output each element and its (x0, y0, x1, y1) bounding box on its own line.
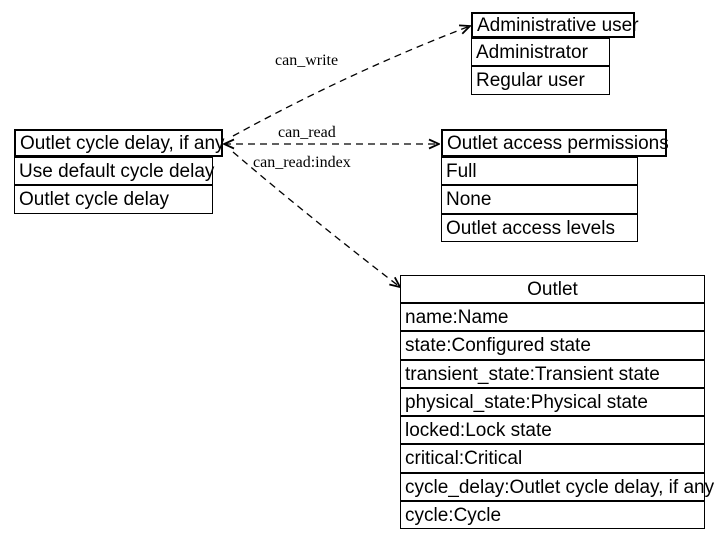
node-outlet-access-permissions-title: Outlet access permissions (441, 129, 669, 157)
node-outlet-row-name: name:Name (400, 303, 705, 331)
node-outlet-row-cycle-delay: cycle_delay:Outlet cycle delay, if any (400, 473, 714, 501)
node-outlet-cycle-delay-title: Outlet cycle delay, if any (14, 129, 225, 157)
node-outlet-row-transient-state: transient_state:Transient state (400, 360, 705, 388)
node-administrative-user-row: Regular user (471, 66, 610, 95)
node-outlet: Outlet name:Name state:Configured state … (400, 275, 714, 529)
node-administrative-user-title: Administrative user (471, 12, 639, 38)
node-outlet-title: Outlet (400, 275, 705, 303)
node-outlet-access-permissions-row: None (441, 185, 638, 214)
node-administrative-user: Administrative user Administrator Regula… (471, 12, 639, 95)
edge-label-can-read: can_read (278, 124, 336, 141)
node-outlet-row-locked: locked:Lock state (400, 416, 705, 444)
edge-can-write (232, 26, 470, 137)
node-outlet-cycle-delay: Outlet cycle delay, if any Use default c… (14, 129, 225, 214)
node-outlet-cycle-delay-row: Outlet cycle delay (14, 185, 213, 214)
node-outlet-access-permissions-row: Outlet access levels (441, 214, 638, 242)
edge-label-can-read-index: can_read:index (253, 154, 351, 171)
node-outlet-row-physical-state: physical_state:Physical state (400, 388, 705, 416)
node-outlet-row-state: state:Configured state (400, 331, 705, 360)
edge-can-read-index (232, 151, 400, 287)
node-outlet-row-cycle: cycle:Cycle (400, 501, 705, 529)
node-outlet-access-permissions: Outlet access permissions Full None Outl… (441, 129, 669, 242)
node-outlet-access-permissions-row: Full (441, 157, 638, 185)
node-outlet-row-critical: critical:Critical (400, 444, 705, 473)
node-outlet-cycle-delay-row: Use default cycle delay (14, 157, 214, 185)
edge-label-can-write: can_write (275, 52, 339, 69)
node-administrative-user-row: Administrator (471, 38, 610, 66)
